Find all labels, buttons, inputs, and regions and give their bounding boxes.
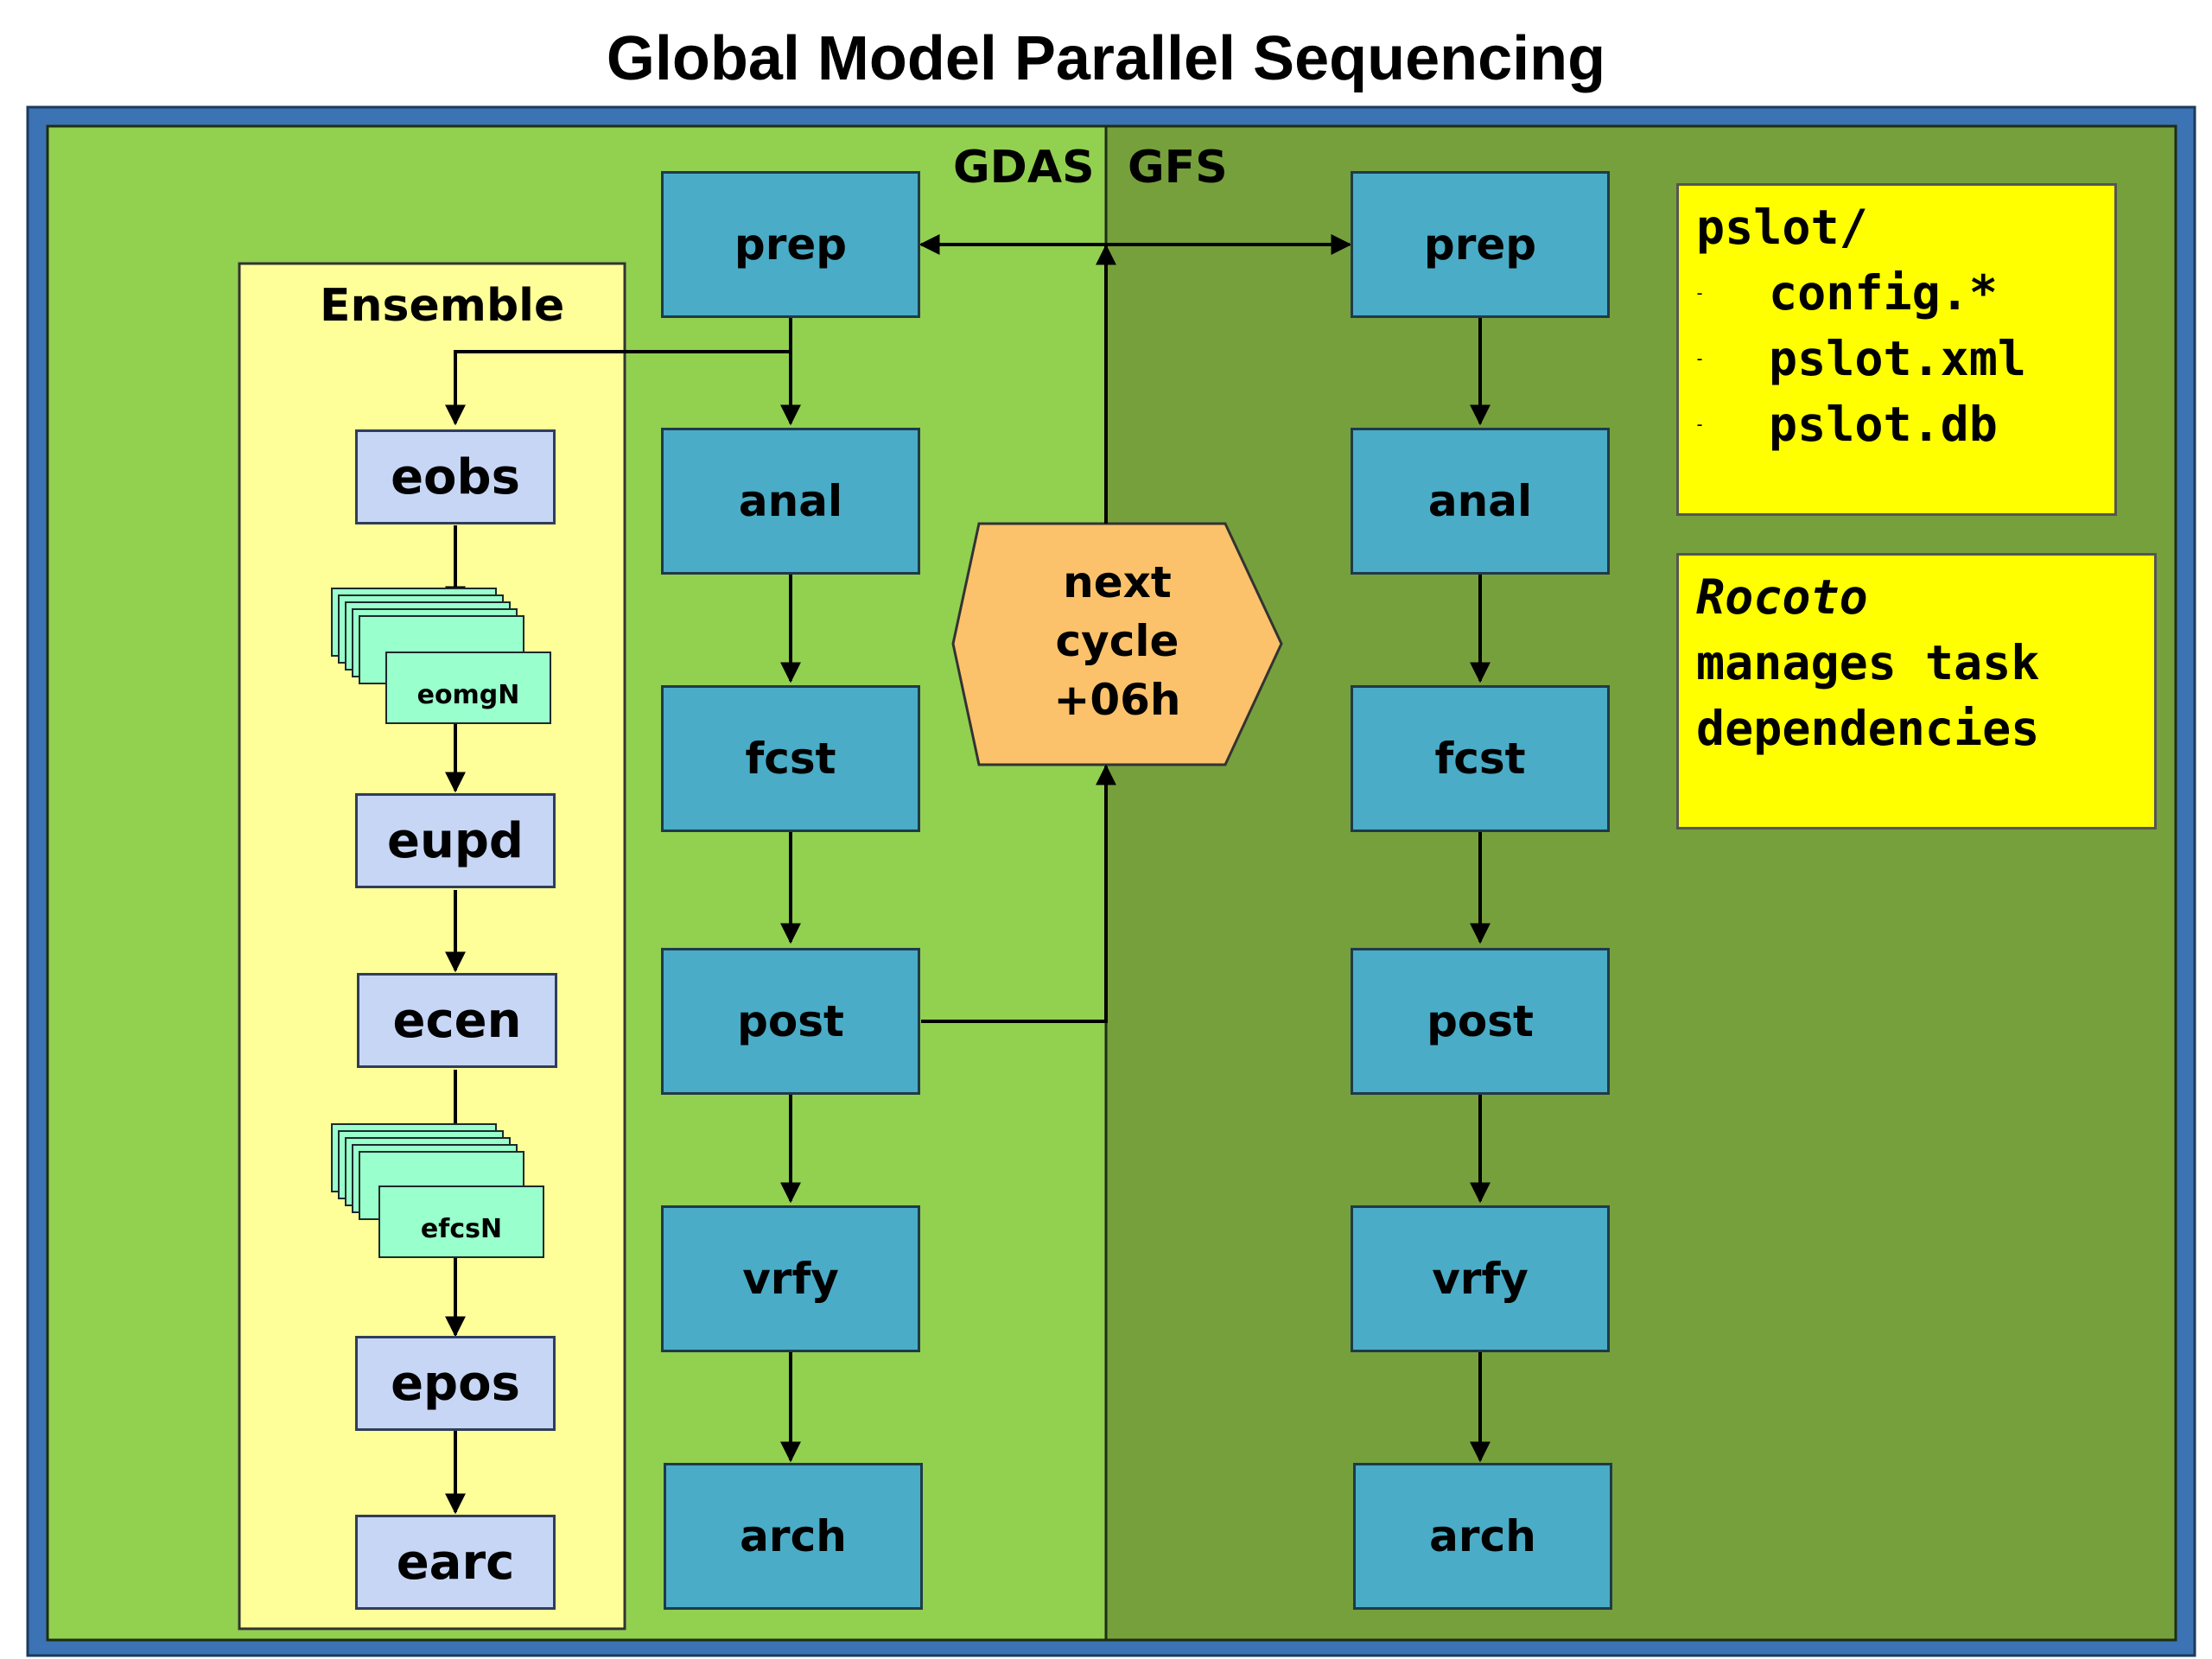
ensemble-task-eobs: eobs [355,429,556,524]
pslot-line1: pslot/ [1696,200,1868,255]
gdas-label: GDAS [953,142,1095,194]
gfs-task-arch: arch [1353,1463,1612,1610]
gdas-task-post: post [661,948,920,1095]
ensemble-task-earc: earc [355,1515,556,1610]
ensemble-task-eupd: eupd [355,793,556,888]
gfs-label: GFS [1128,142,1228,194]
gfs-task-anal: anal [1351,428,1610,575]
diagram-title: Global Model Parallel Sequencing [606,24,1606,93]
gdas-task-prep: prep [661,171,920,318]
next-cycle-label: next cycle +06h [979,553,1255,729]
next-cycle-line2: cycle [1055,616,1179,666]
gfs-task-post: post [1351,948,1610,1095]
gfs-task-vrfy: vrfy [1351,1205,1610,1352]
ensemble-task-efcsN: efcsN [378,1185,544,1258]
arrow-post-to-hex [921,764,1116,1023]
bullet-icon: - [1694,348,1706,369]
gdas-task-fcst: fcst [661,685,920,832]
pslot-item: - pslot.xml [1694,326,2097,391]
bullet-icon: - [1694,414,1706,435]
rocoto-note: Rocoto manages task dependencies [1676,553,2157,830]
eomg-stack: eomgN [331,588,556,726]
arrow-prep-to-eobs [445,350,791,426]
gdas-task-anal: anal [661,428,920,575]
pslot-item: - config.* [1694,260,2097,326]
next-cycle-hexagon [951,522,1283,766]
gdas-task-arch: arch [664,1463,923,1610]
ensemble-title: Ensemble [320,280,565,332]
pslot-item: - pslot.db [1694,391,2097,457]
rocoto-line2: manages task [1696,635,2040,690]
gdas-task-vrfy: vrfy [661,1205,920,1352]
ensemble-task-eomgN: eomgN [385,652,551,724]
gfs-task-prep: prep [1351,171,1610,318]
next-cycle-line1: next [1063,557,1172,607]
ensemble-task-epos: epos [355,1336,556,1431]
ensemble-task-ecen: ecen [357,973,557,1068]
bullet-icon: - [1694,283,1706,303]
pslot-note: pslot/ - config.* - pslot.xml - pslot.db [1676,183,2117,516]
rocoto-line1: Rocoto [1696,569,1868,625]
gfs-task-fcst: fcst [1351,685,1610,832]
next-cycle-line3: +06h [1053,675,1181,725]
pslot-line2: config.* [1769,265,1998,321]
rocoto-line3: dependencies [1696,701,2040,756]
pslot-line4: pslot.db [1769,397,1998,452]
pslot-line3: pslot.xml [1769,331,2027,386]
efcs-stack: efcsN [331,1123,556,1262]
